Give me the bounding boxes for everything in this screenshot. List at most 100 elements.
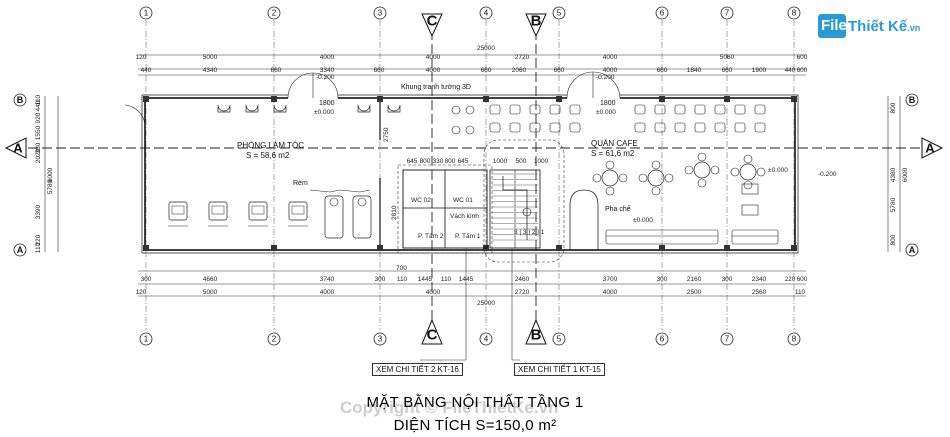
basin-2 — [273, 104, 287, 113]
ref-detail-1: XEM CHI TIẾT 1 KT-15 — [514, 363, 605, 376]
level-c: -0.200 — [818, 171, 837, 178]
salon-chair-seat-1 — [211, 205, 225, 215]
logo-domain: .vn — [907, 23, 921, 33]
top-dimension-lines — [138, 54, 806, 76]
axis-label-a-right: A — [909, 245, 916, 255]
table-1-seat-0 — [651, 160, 661, 170]
logo-text: Thiết Kế.vn — [848, 18, 920, 35]
side-dimension-lines — [44, 96, 901, 252]
cafe-chair-row2-7 — [674, 122, 686, 133]
dim-top2-11: 1840 — [687, 67, 702, 74]
inner-dim-6: 500 — [516, 158, 527, 165]
axis-label-b-left: B — [17, 95, 24, 105]
plant-a-0 — [451, 105, 461, 115]
axis-number-bottom-7: 7 — [725, 335, 730, 344]
dim-top2-3: 3340 — [320, 67, 335, 74]
dim-left-8: 3390 — [35, 204, 42, 219]
dim-top2-12: 660 — [722, 67, 733, 74]
table-1-seat-3 — [664, 173, 674, 183]
inner-dim-1: 800 — [420, 158, 431, 165]
dim-bot2-4: 2720 — [515, 289, 530, 296]
dim-bot1-4: 110 — [397, 276, 408, 283]
inner-dim-4: 645 — [458, 158, 469, 165]
cafe-chair-row2-10 — [734, 122, 746, 133]
axis-number-bottom-3: 3 — [378, 335, 383, 344]
dim-top1-2: 4000 — [320, 54, 335, 61]
level-b: -0.200 — [596, 74, 615, 81]
logo-badge — [818, 14, 846, 38]
bottom-dimension-lines — [138, 270, 806, 297]
cafe-chair-row1-8 — [694, 104, 706, 115]
dim-2750: 2750 — [383, 127, 390, 142]
cafe-chair-row2-6 — [654, 122, 666, 133]
table-1-seat-1 — [651, 186, 661, 196]
cafe-round-tables — [592, 152, 766, 196]
dim-right-1: 6000 — [902, 167, 909, 182]
dim-right-4: 800 — [890, 234, 897, 245]
wash-bed-0 — [324, 195, 344, 239]
cafe-chair-row1-6 — [654, 104, 666, 115]
axis-bubble-top-3 — [373, 6, 387, 20]
inner-dim-5: 1000 — [493, 158, 508, 165]
stair-marker — [522, 207, 532, 217]
dim-bot1-1: 4660 — [203, 276, 218, 283]
curtain-line — [309, 189, 371, 193]
stair-bottom: 3 | 3 | 2 | 1 — [514, 229, 545, 236]
dim-top2-10: 660 — [657, 67, 668, 74]
dim-top1-7: 600 — [797, 54, 808, 61]
cafe-chair-row2-11 — [754, 122, 766, 133]
dim-left-4: 330 — [35, 142, 42, 153]
wash-bed-head-0 — [329, 197, 339, 207]
basin-4 — [387, 104, 401, 113]
axis-bubble-top-5 — [552, 6, 566, 20]
axis-bubble-b-left — [13, 93, 27, 107]
dim-left-1: 440 — [35, 100, 42, 111]
dim-bot1-12: 300 — [722, 276, 733, 283]
table-3-seat-2 — [730, 167, 740, 177]
cafe-chair-row1-9 — [714, 104, 726, 115]
dim-top1-0: 120 — [136, 54, 147, 61]
dim-top2-5: 4000 — [426, 67, 441, 74]
table-2-seat-0 — [697, 152, 707, 162]
salon-chair-0 — [168, 201, 188, 221]
axis-bubble-top-6 — [655, 6, 669, 20]
axis-label-b-right: B — [909, 95, 916, 105]
axis-bubble-a-right — [905, 243, 919, 257]
drawing-area: DIỆN TÍCH S=150,0 m² — [393, 417, 557, 434]
axis-bubble-top-1 — [139, 6, 153, 20]
axis-number-top-1: 1 — [144, 9, 149, 18]
axis-bubble-bottom-7 — [720, 332, 734, 346]
stair-arrow — [502, 176, 528, 240]
drawing-title: MẶT BẰNG NỘI THẤT TẦNG 1 — [366, 394, 584, 411]
dim-bot1-8: 2460 — [515, 276, 530, 283]
dim-top2-0: 440 — [141, 67, 152, 74]
table-3-seat-3 — [756, 167, 766, 177]
axis-number-top-6: 6 — [660, 9, 665, 18]
curtain-label: Rèm — [293, 180, 308, 187]
table-3 — [739, 163, 757, 181]
dim-top1-6: 5060 — [720, 54, 735, 61]
axis-number-bottom-5: 5 — [557, 335, 562, 344]
dim-top2-13: 1900 — [752, 67, 767, 74]
section-marker-c-bottom — [421, 318, 443, 345]
building-walls — [141, 94, 799, 254]
section-marker-c-top — [421, 13, 443, 38]
shower1-label: P. Tấm 1 — [455, 231, 481, 240]
dim-right-0: 800 — [890, 102, 897, 113]
ref-detail-2: XEM CHI TIẾT 2 KT-16 — [372, 363, 463, 376]
door1-width: 1800 — [319, 100, 335, 107]
entrance-doors — [124, 71, 621, 126]
section-label-c-top: C — [427, 13, 438, 30]
inner-dim-2: 330 — [433, 158, 444, 165]
cafe-room-area: S = 61,6 m2 — [591, 149, 635, 158]
basin-1 — [245, 104, 259, 113]
cafe-sofas — [605, 183, 779, 245]
cafe-chair-row2-3 — [549, 122, 561, 133]
dim-total-bottom: 25000 — [477, 300, 495, 307]
salon-chair-seat-3 — [291, 205, 305, 215]
